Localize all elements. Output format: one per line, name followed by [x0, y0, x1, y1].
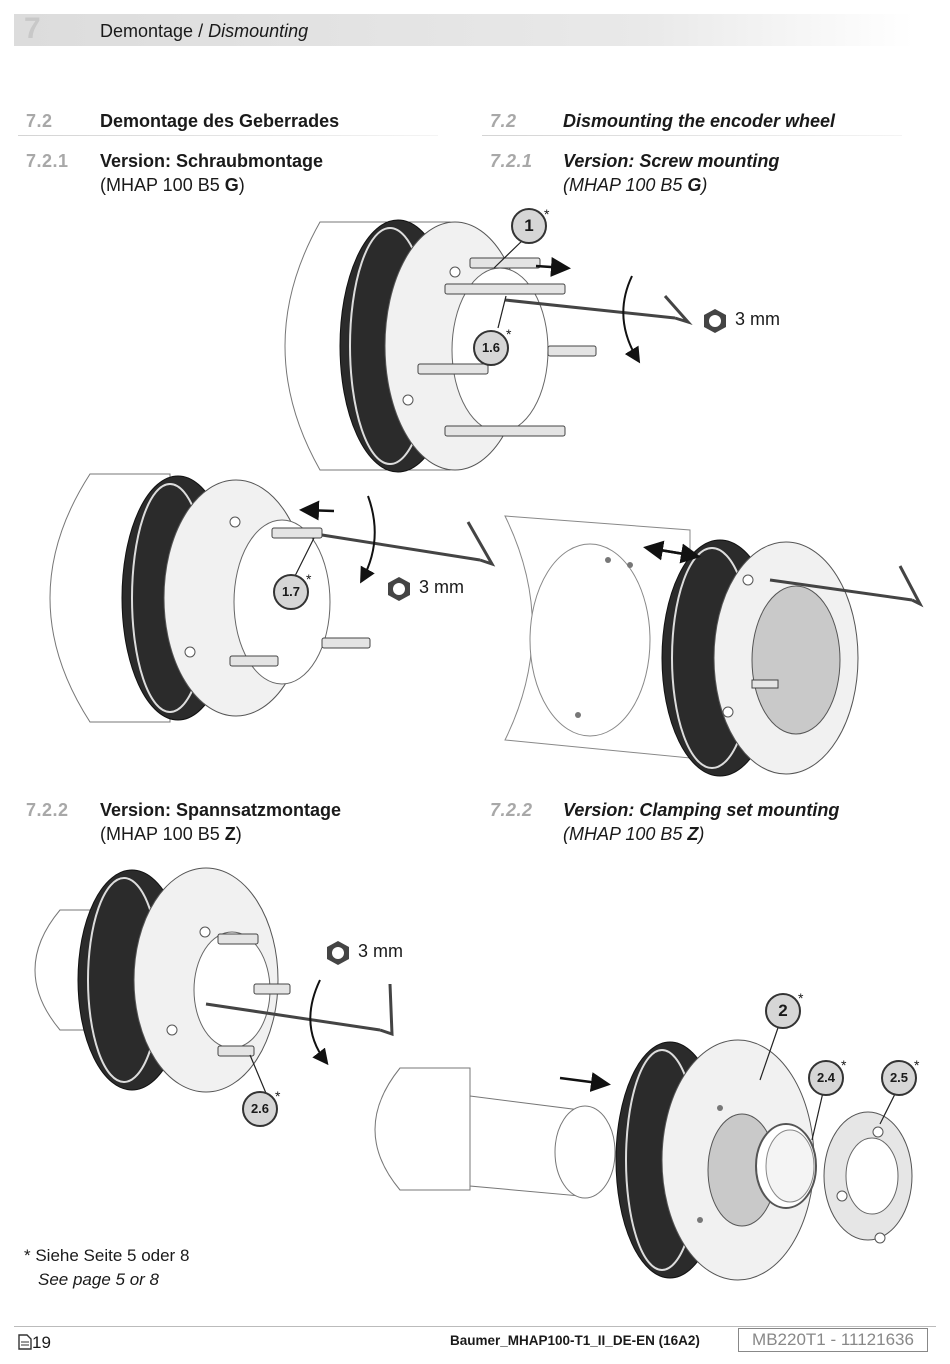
- footnote-de: * Siehe Seite 5 oder 8: [24, 1246, 190, 1265]
- subsection2-model-en: (MHAP 100 B5 Z): [563, 824, 705, 844]
- callout-2-6: 2.6: [242, 1091, 278, 1127]
- callout-2-4-star: *: [841, 1057, 847, 1073]
- subsection-title-en: Version: Screw mounting: [563, 151, 780, 171]
- figure-wheel-removed: [504, 515, 924, 777]
- section-rule-de: [18, 135, 438, 136]
- hex-key-icon: [702, 308, 728, 334]
- figure-clamping-step1: [34, 867, 394, 1093]
- callout-1-7: 1.7: [273, 574, 309, 610]
- section-number-en: 7.2: [490, 111, 517, 131]
- footnote-en: See page 5 or 8: [38, 1270, 159, 1289]
- callout-1-star: *: [544, 206, 550, 222]
- hex-key-size-3: 3 mm: [358, 941, 403, 961]
- subsection-number-en: 7.2.1: [490, 151, 533, 171]
- figure-screw-step2: [49, 473, 496, 723]
- subsection-number-de: 7.2.1: [26, 151, 69, 171]
- callout-2-6-star: *: [275, 1088, 281, 1104]
- hex-key-icon: [325, 940, 351, 966]
- callout-2-5-star: *: [914, 1057, 920, 1073]
- callout-2: 2: [765, 993, 801, 1029]
- callout-1-7-star: *: [306, 571, 312, 587]
- chapter-title: Demontage / Dismounting: [100, 21, 309, 41]
- callout-2-4: 2.4: [808, 1060, 844, 1096]
- subsection2-title-en: Version: Clamping set mounting: [563, 800, 840, 820]
- arrow-icon: [535, 257, 571, 277]
- footer-rule: [14, 1326, 936, 1327]
- subsection-title-de: Version: Schraubmontage: [100, 151, 324, 171]
- callout-leaders: [249, 237, 899, 1141]
- footer-doc-code: MB220T1 - 11121636: [738, 1328, 928, 1352]
- footer-filename: Baumer_MHAP100-T1_II_DE-EN (16A2): [450, 1333, 700, 1348]
- chapter-header-bar: [14, 14, 914, 46]
- subsection2-number-de: 7.2.2: [26, 800, 69, 820]
- callout-1-6: 1.6: [473, 330, 509, 366]
- section-number-de: 7.2: [26, 111, 53, 131]
- hex-key-size-2: 3 mm: [419, 577, 464, 597]
- figure-screw-step1: [284, 219, 693, 473]
- subsection-model-en: (MHAP 100 B5 G): [563, 175, 708, 195]
- page-number: 19: [18, 1333, 51, 1353]
- callout-1: 1: [511, 208, 547, 244]
- callout-2-star: *: [798, 990, 804, 1006]
- callout-1-6-star: *: [506, 326, 512, 342]
- hex-key-size-1: 3 mm: [735, 309, 780, 329]
- section-rule-en: [482, 135, 902, 136]
- subsection2-title-de: Version: Spannsatzmontage: [100, 800, 342, 820]
- hex-key-icon: [386, 576, 412, 602]
- section-title-en: Dismounting the encoder wheel: [563, 111, 836, 131]
- subsection2-model-de: (MHAP 100 B5 Z): [100, 824, 242, 844]
- subsection-model-de: (MHAP 100 B5 G): [100, 175, 245, 195]
- section-title-de: Demontage des Geberrades: [100, 111, 340, 131]
- callout-2-5: 2.5: [881, 1060, 917, 1096]
- page-icon: [18, 1334, 32, 1350]
- rotation-icon: [622, 275, 641, 364]
- chapter-number: 7: [24, 12, 41, 45]
- subsection2-number-en: 7.2.2: [490, 800, 533, 820]
- figure-clamping-exploded: [374, 1039, 913, 1281]
